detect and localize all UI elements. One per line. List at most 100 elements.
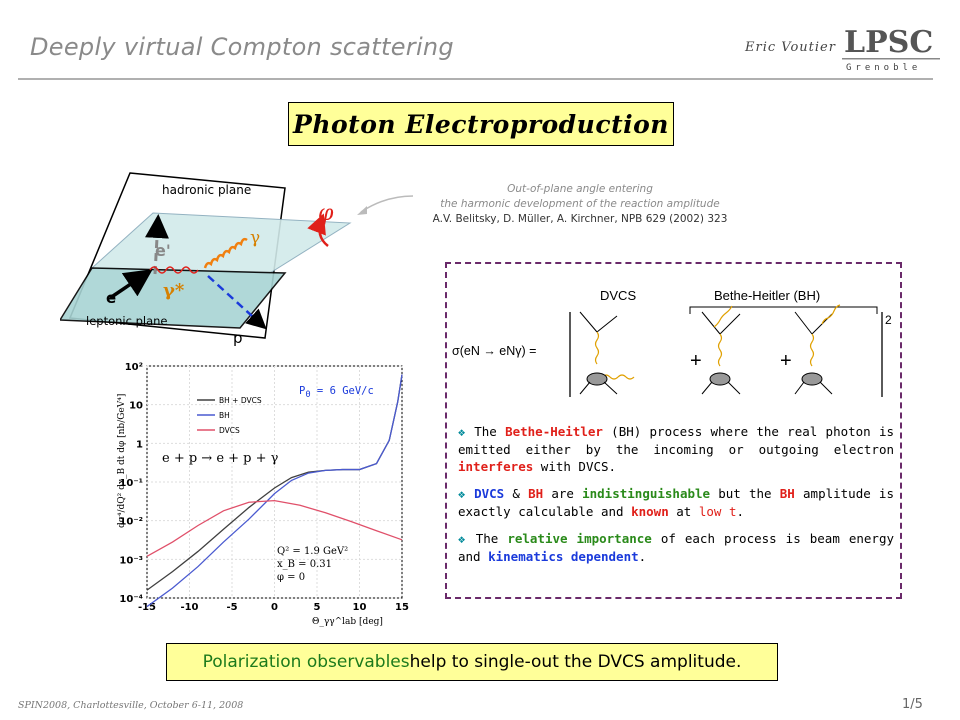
b2-p12: . [736,504,745,519]
author-name: Eric Voutier [745,40,836,55]
b2-p9: known [631,504,669,519]
feynman-diagrams: DVCS Bethe-Heitler (BH) σ(eN → eNγ) = 2 … [452,288,892,397]
b3-p5: . [638,549,647,564]
legend-label: BH [219,411,230,420]
x-tick-label: 15 [395,602,409,613]
x-tick-label: -15 [138,602,156,613]
y-tick-label: 10⁻³ [119,555,143,566]
annotation-reference: A.V. Belitsky, D. Müller, A. Kirchner, N… [432,213,728,225]
dvcs-bh-box [445,262,902,599]
b2-p4: are [543,486,583,501]
bullet-2-icon: ❖ [458,487,466,501]
bullet-list: ❖ The Bethe-Heitler (BH) process where t… [458,423,894,575]
plus-sign-1: + [690,350,702,372]
kinematics-value: Q² = 1.9 GeV² [277,546,348,557]
header-title: Deeply virtual Compton scattering [30,33,454,61]
b2-p7: BH [779,486,795,501]
legend-label: BH + DVCS [219,396,262,405]
logo-text: LPSC [844,25,933,60]
x-axis-label: Θ_γγ^lab [deg] [312,617,383,627]
b2-p8: amplitude is exactly calculable and [458,486,894,519]
phi-annotation: Out-of-plane angle entering the harmonic… [400,182,760,227]
series-line-dvcs [146,499,403,557]
annotation-line-1: Out-of-plane angle entering [507,183,653,195]
bh-label: Bethe-Heitler (BH) [714,288,820,303]
b2-p11: low t [698,504,737,519]
hadronic-plane-label: hadronic plane [162,183,251,197]
b1-p5: with DVCS. [533,459,617,474]
x-tick-label: -10 [180,602,198,613]
dvcs-feynman-diagram [579,311,635,395]
b2-p2: & [504,486,529,501]
b3-p2: relative importance [507,531,652,546]
y-tick-label: 10⁻⁴ [119,594,143,605]
y-tick-label: 10⁻² [119,517,143,528]
chart-series [146,374,403,608]
phi-angle-arrow [307,213,329,247]
bullet-3: ❖ The relative importance of each proces… [458,530,894,565]
phi-label: φ [318,201,334,226]
bh-feynman-diagram-2 [794,304,841,395]
y-tick-label: 10⁻¹ [119,478,143,489]
b3-p4: kinematics dependent [488,549,639,564]
page-number: 1/5 [902,697,923,712]
beam-momentum-symbol: P [299,385,306,397]
x-tick-label: -5 [226,602,237,613]
bullet-1-icon: ❖ [458,425,466,439]
reaction-label: e + p → e + p + γ [162,451,279,466]
b2-p10: at [668,504,699,519]
slide-title-box: Photon Electroproduction [288,102,674,146]
y-axis-label: dσ⁴/dQ² dx_B dt dφ [nb/GeV⁴] [117,394,127,528]
y-tick-label: 10 [129,401,143,412]
y-tick-label: 1 [136,439,143,450]
bullet-1: ❖ The Bethe-Heitler (BH) process where t… [458,423,894,475]
bh-bracket [689,306,878,314]
lpsc-logo: LPSC Grenoble [842,25,940,73]
beam-momentum-subscript: 0 [305,390,311,401]
plus-sign-2: + [780,350,792,372]
b2-p6: but the [710,486,780,501]
kinematics-value: x_B = 0.31 [277,559,332,570]
bottom-message-highlight: Polarization observables [202,652,410,672]
footer-text: SPIN2008, Charlottesville, October 6-11,… [18,700,244,711]
virtual-photon-line [149,266,199,274]
bullet-2: ❖ DVCS & BH are indistinguishable but th… [458,485,894,520]
x-tick-label: 5 [314,602,321,613]
logo-subtext: Grenoble [846,63,921,73]
kinematics-value: φ = 0 [277,572,305,583]
x-tick-label: 10 [353,602,367,613]
bh-feynman-diagram-1 [701,305,741,395]
abs-power: 2 [885,313,892,327]
gamma-star-label: γ* [163,280,185,301]
leptonic-plane-shape [60,267,287,329]
b1-p1: The [474,424,506,439]
header-divider [18,78,933,80]
incoming-electron-label: e [106,289,116,307]
kinematics-planes-diagram: hadronic plane leptonic plane φ γ γ* e' … [60,172,352,347]
annotation-pointer-head [357,206,367,215]
leptonic-plane-label: leptonic plane [86,314,167,328]
chart-grid [146,365,403,599]
y-tick-label: 10² [125,362,143,373]
b3-p1: The [475,531,508,546]
b1-p2: Bethe-Heitler [505,424,603,439]
b2-p3: BH [528,486,544,501]
b1-p3: (BH) process where the real photon is em… [458,424,895,457]
b2-p5: indistinguishable [582,486,711,501]
y-tick-labels: 10⁻⁴ 10⁻³ 10⁻² 10⁻¹ 1 10 10² [119,362,143,605]
b1-p4: interferes [458,459,534,474]
beam-momentum-label: P0 = 6 GeV/c [299,385,374,400]
proton-label: p [233,329,243,347]
slide-title: Photon Electroproduction [293,109,669,139]
beam-momentum-value: = 6 GeV/c [310,385,374,397]
cross-section-lhs: σ(eN → eNγ) = [452,344,536,358]
kinematics-labels: Q² = 1.9 GeV² x_B = 0.31 φ = 0 [277,546,348,583]
bottom-message-text: help to single-out the DVCS amplitude. [409,652,742,672]
annotation-pointer [357,195,414,215]
annotation-line-2: the harmonic development of the reaction… [440,198,720,210]
b3-p3: of each process is beam energy and [458,531,895,564]
b2-p1: DVCS [474,486,505,501]
scattered-electron-label: e' [155,241,171,260]
